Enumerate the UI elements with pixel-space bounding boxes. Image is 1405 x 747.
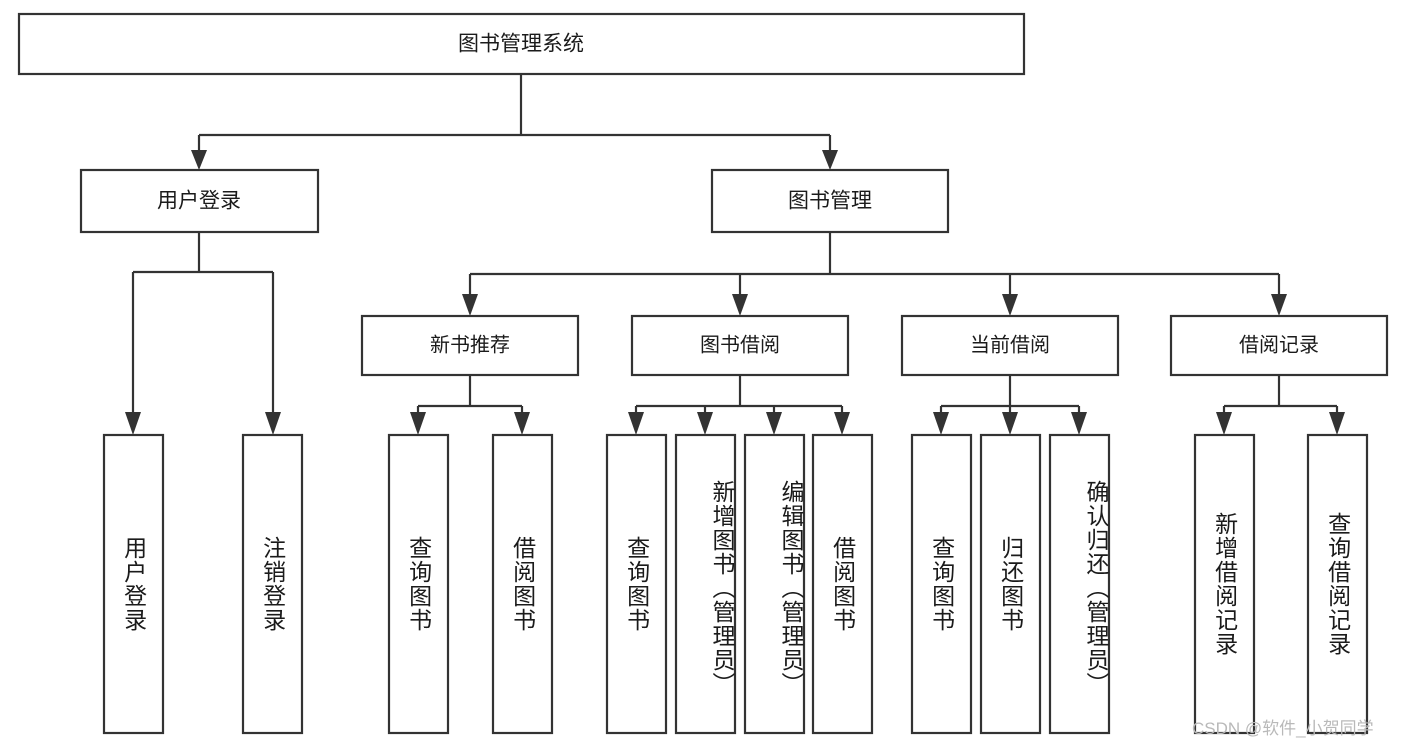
node-user-login[interactable]: 用户登录	[79, 168, 320, 234]
node-new-book-recommend-label: 新书推荐	[430, 333, 510, 356]
node-current-borrow[interactable]: 当前借阅	[900, 314, 1120, 377]
arrow-head-current-borrow	[1002, 294, 1018, 316]
connector-group	[125, 74, 1345, 435]
node-root[interactable]: 图书管理系统	[17, 12, 1026, 76]
leaf-box-edit-book[interactable]	[743, 433, 806, 735]
leaf-box-add-book[interactable]	[674, 433, 737, 735]
node-current-borrow-box[interactable]	[900, 314, 1120, 377]
leaf-box-confirm-return[interactable]	[1048, 433, 1111, 735]
arrow-head-leaf-add-record	[1216, 412, 1232, 435]
arrow-head-leaf-confirm-return	[1071, 412, 1087, 435]
arrow-head-leaf-user-login	[125, 412, 141, 435]
node-current-borrow-label: 当前借阅	[970, 333, 1050, 356]
leaf-box-query-book-1[interactable]	[387, 433, 450, 735]
leaf-box-add-record[interactable]	[1193, 433, 1256, 735]
arrow-head-leaf-query-book-1	[410, 412, 426, 435]
node-root-label: 图书管理系统	[458, 33, 584, 56]
leaf-box-query-book-3[interactable]	[910, 433, 973, 735]
node-book-management-box[interactable]	[710, 168, 950, 234]
leaf-box-user-login[interactable]	[102, 433, 165, 735]
arrow-head-borrow-record	[1271, 294, 1287, 316]
arrow-head-leaf-query-book-3	[933, 412, 949, 435]
node-book-borrow[interactable]: 图书借阅	[630, 314, 850, 377]
node-borrow-record-label: 借阅记录	[1239, 333, 1319, 356]
node-new-book-recommend-box[interactable]	[360, 314, 580, 377]
arrow-head-leaf-query-book-2	[628, 412, 644, 435]
leaf-box-logout[interactable]	[241, 433, 304, 735]
arrow-head-book-borrow	[732, 294, 748, 316]
arrow-head-leaf-add-book	[697, 412, 713, 435]
node-borrow-record[interactable]: 借阅记录	[1169, 314, 1389, 377]
arrow-head-book-management	[822, 150, 838, 170]
node-borrow-record-box[interactable]	[1169, 314, 1389, 377]
leaf-box-borrow-book-1[interactable]	[491, 433, 554, 735]
arrow-head-leaf-logout	[265, 412, 281, 435]
leaf-box-borrow-book-2[interactable]	[811, 433, 874, 735]
node-book-borrow-box[interactable]	[630, 314, 850, 377]
csdn-watermark: CSDN @软件_小贺同学	[1192, 719, 1374, 738]
arrow-head-leaf-borrow-book-2	[834, 412, 850, 435]
leaf-box-query-book-2[interactable]	[605, 433, 668, 735]
arrow-head-leaf-return-book	[1002, 412, 1018, 435]
node-book-borrow-label: 图书借阅	[700, 333, 780, 356]
node-book-management-label: 图书管理	[788, 190, 872, 213]
node-root-box[interactable]	[17, 12, 1026, 76]
arrow-head-user-login	[191, 150, 207, 170]
node-new-book-recommend[interactable]: 新书推荐	[360, 314, 580, 377]
arrow-head-leaf-query-record	[1329, 412, 1345, 435]
arrow-head-new-book-recommend	[462, 294, 478, 316]
node-book-management[interactable]: 图书管理	[710, 168, 950, 234]
node-user-login-label: 用户登录	[157, 190, 241, 213]
leaf-box-return-book[interactable]	[979, 433, 1042, 735]
leaf-box-group	[102, 433, 1369, 735]
node-user-login-box[interactable]	[79, 168, 320, 234]
arrow-head-leaf-borrow-book-1	[514, 412, 530, 435]
leaf-box-query-record[interactable]	[1306, 433, 1369, 735]
arrow-head-leaf-edit-book	[766, 412, 782, 435]
